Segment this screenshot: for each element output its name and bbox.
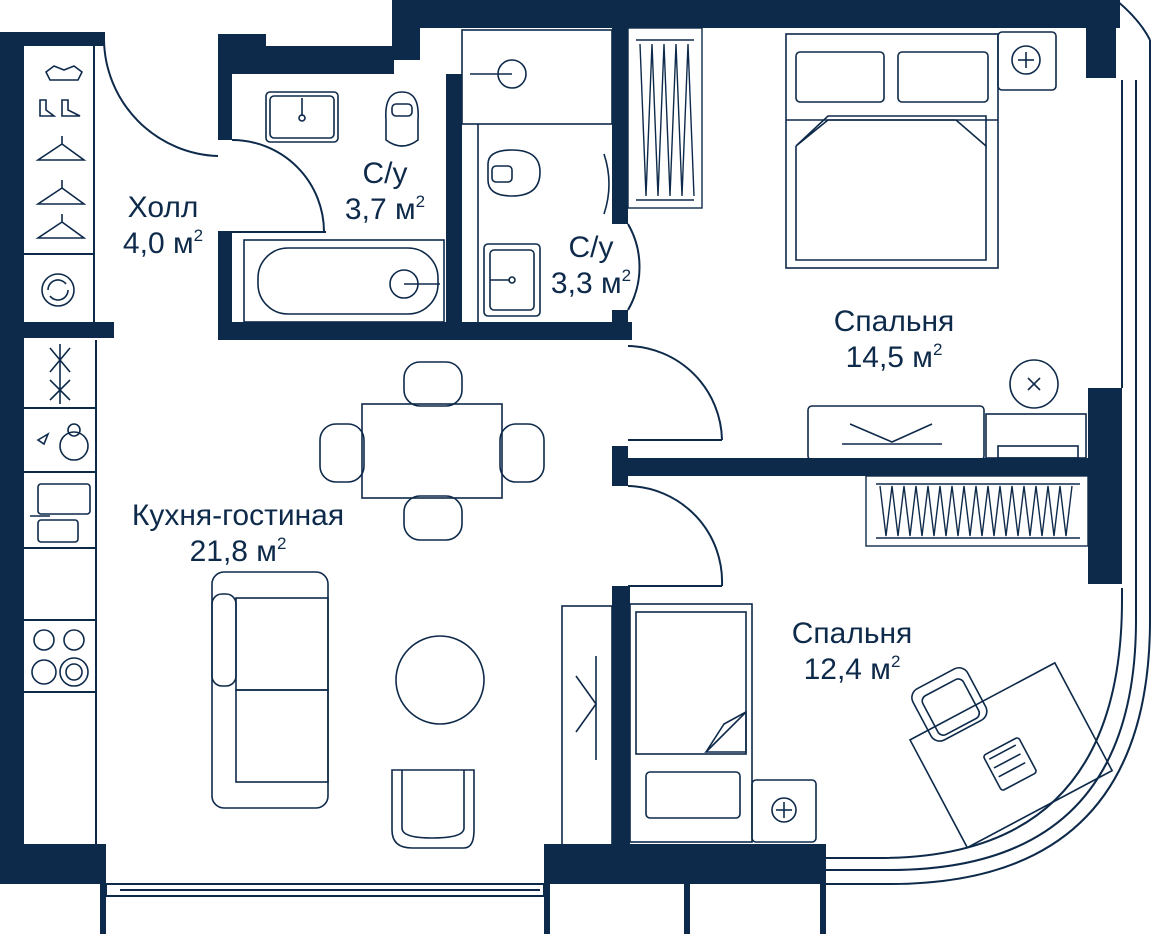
bedroom1-furniture: [785, 31, 1087, 461]
room-label-bath1: С/у 3,7 м2: [330, 156, 440, 228]
laptop-icon: [983, 737, 1037, 791]
room-name: Спальня: [833, 305, 955, 338]
shower-icon: [461, 29, 613, 322]
room-area: 3,7 м2: [344, 192, 426, 226]
bed-icon: [629, 603, 753, 843]
outlines: [24, 0, 1151, 897]
round-table-icon: [395, 635, 485, 725]
lamp-icon: [751, 779, 817, 843]
tv-icon: [807, 405, 985, 461]
tv-icon: [561, 605, 613, 847]
room-area: 4,0 м2: [122, 226, 204, 260]
armchair-icon: [391, 769, 475, 849]
room-name: Кухня-гостиная: [131, 499, 345, 532]
sofa-icon: [211, 571, 329, 809]
room-name: Холл: [127, 191, 199, 224]
bathtub-icon: [243, 239, 445, 323]
hanger-icon: [44, 65, 84, 81]
room-label-bedroom1: Спальня 14,5 м2: [814, 304, 974, 376]
sink-icon: [483, 243, 541, 317]
room-label-kitchen: Кухня-гостиная 21,8 м2: [100, 498, 376, 570]
dining-table-icon: [319, 361, 545, 541]
armchair-icon: [911, 666, 988, 742]
stove-icon: [49, 344, 71, 404]
room-area: 21,8 м2: [189, 534, 287, 568]
bath1-fixtures: [243, 91, 445, 323]
room-name: С/у: [362, 157, 408, 190]
bedroom2-furniture: [629, 603, 1114, 849]
toilet-icon: [487, 149, 541, 197]
stove-icon: [31, 629, 89, 687]
sink-icon: [265, 91, 339, 143]
room-area: 12,4 м2: [803, 652, 901, 686]
room-name: Спальня: [791, 617, 913, 650]
kitchen-furniture: [30, 344, 613, 849]
lamp-icon: [1009, 359, 1059, 409]
hanger-icon: [35, 180, 87, 205]
room-label-hall: Холл 4,0 м2: [108, 190, 218, 262]
room-name: С/у: [568, 231, 614, 264]
shoes-icon: [39, 99, 81, 117]
hall-furniture: [35, 65, 87, 307]
wardrobe-icon: [627, 27, 703, 209]
room-area: 14,5 м2: [845, 340, 943, 374]
lamp-icon: [997, 31, 1057, 91]
hanger-icon: [35, 214, 87, 239]
bath2-fixtures: [461, 29, 613, 322]
bed-icon: [785, 33, 999, 269]
room-label-bath2: С/у 3,3 м2: [536, 230, 646, 302]
room-area: 3,3 м2: [550, 266, 632, 300]
wardrobe-icon: [865, 475, 1089, 547]
washing-machine-icon: [41, 273, 75, 307]
walls: [0, 0, 1122, 934]
hanger-icon: [35, 136, 87, 161]
toilet-icon: [385, 91, 419, 147]
sink-icon: [36, 423, 89, 461]
room-label-bedroom2: Спальня 12,4 м2: [772, 616, 932, 688]
sink-icon: [30, 483, 91, 543]
